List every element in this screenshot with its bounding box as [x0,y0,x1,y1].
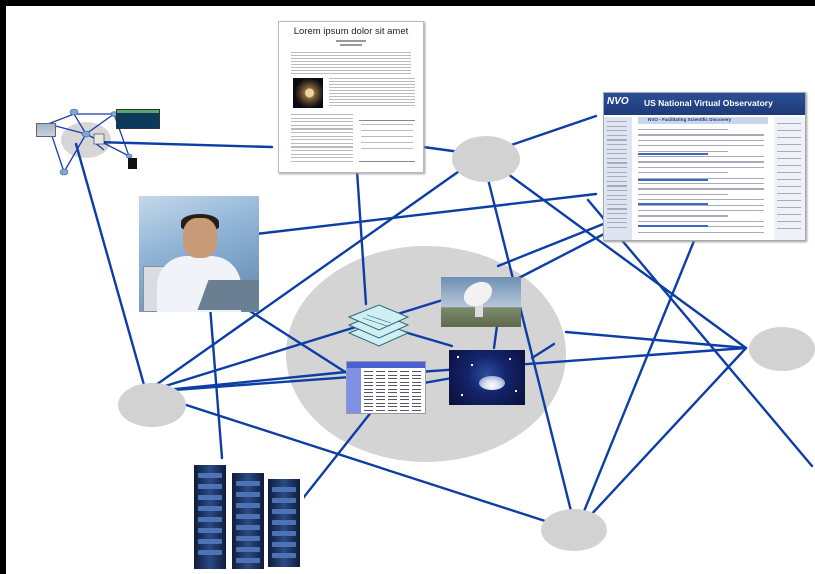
nvo-logo: NVO [607,96,629,107]
link [530,342,556,360]
document-figure [293,78,323,108]
link [144,153,484,394]
link [94,140,274,149]
laptop-icon [36,123,56,137]
canvas: Lorem ipsum dolor sit amet NVO US Nation… [6,6,815,574]
nvo-section-title: NVO - Facilitating Scientific Discovery [648,117,732,122]
network-node-right [749,327,815,371]
nvo-webpage: NVO US National Virtual Observatory NVO … [603,92,806,241]
network-node-top [452,136,520,182]
link [240,304,366,386]
link [208,304,224,460]
monitor-window [116,109,160,129]
network-topology-icon [47,108,133,176]
link [480,153,748,350]
server-racks-photo [192,461,304,572]
network-node-left [118,383,186,427]
link [574,234,698,533]
data-spreadsheet [346,361,426,414]
nvo-header: NVO US National Virtual Observatory [604,93,805,115]
nvo-sidebar [604,117,632,240]
radio-telescope-photo [441,277,521,327]
link [354,154,368,306]
server-rack [232,473,264,569]
server-rack [268,479,300,567]
link [480,153,578,533]
paper-document: Lorem ipsum dolor sit amet [278,21,424,173]
document-table [359,120,415,162]
person-icon [128,158,137,169]
link [254,192,598,236]
link [574,346,748,533]
network-node-bottom [541,509,607,551]
link [586,198,814,468]
link [509,232,606,284]
astronomy-image [449,350,525,405]
scientist-photo [139,196,259,312]
stacked-layers-icon [347,304,410,347]
server-rack [194,465,226,569]
link [144,390,578,533]
link [564,330,748,350]
link [74,142,148,394]
nvo-section-banner [638,117,768,124]
nvo-headline: US National Virtual Observatory [644,98,773,108]
link [144,346,748,394]
document-title: Lorem ipsum dolor sit amet [293,26,409,37]
